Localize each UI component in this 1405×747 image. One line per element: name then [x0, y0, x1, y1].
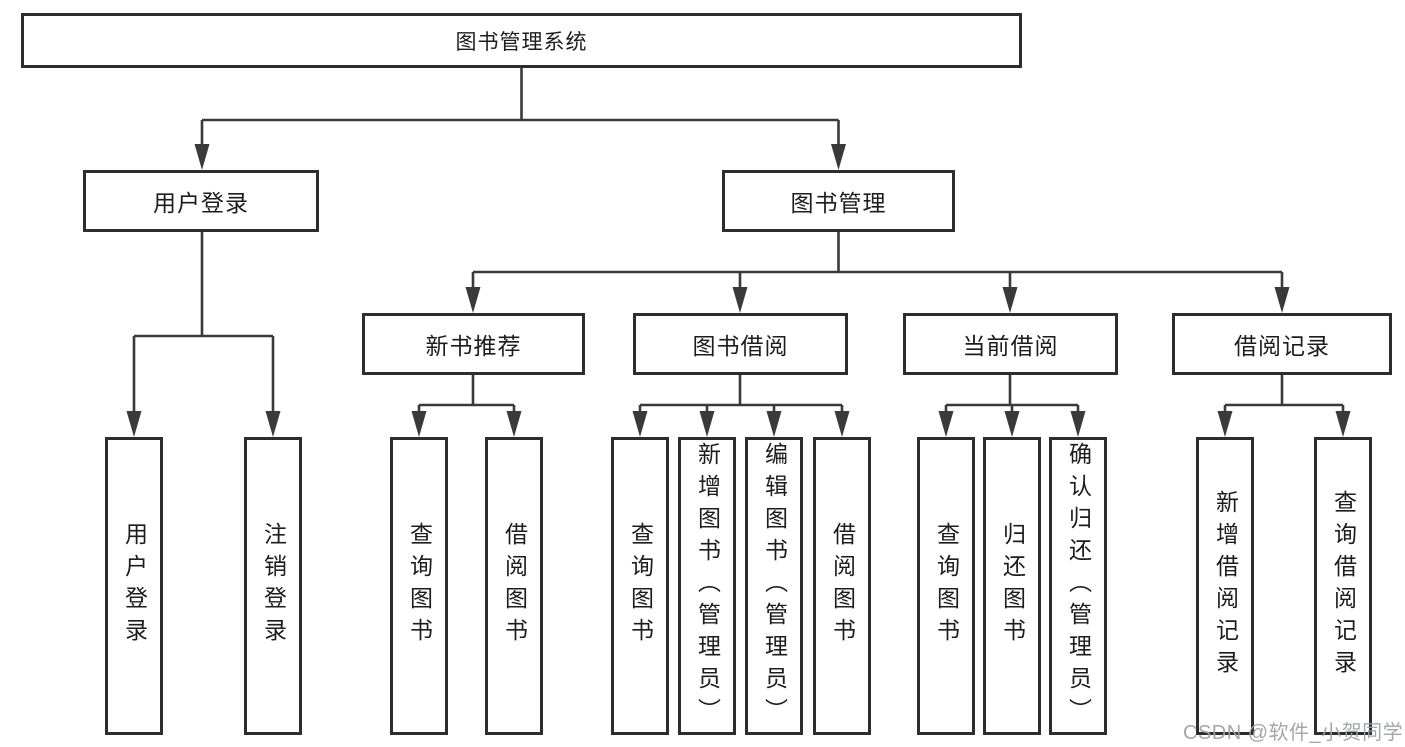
leaf-recommend-query-books-label: 查询图书	[406, 522, 433, 650]
node-root-system: 图书管理系统	[21, 13, 1022, 68]
leaf-add-books-admin-label: 新增图书（管理员）	[694, 442, 721, 730]
node-new-book-recommendation: 新书推荐	[362, 313, 585, 375]
connector-book-borrowing-to-leaves	[632, 375, 850, 437]
leaf-add-books-admin: 新增图书（管理员）	[678, 437, 736, 735]
node-current-borrowing-label: 当前借阅	[962, 333, 1059, 359]
node-book-borrowing: 图书借阅	[633, 313, 848, 375]
leaf-confirm-return-admin: 确认归还（管理员）	[1049, 437, 1107, 735]
node-user-login-label: 用户登录	[153, 190, 249, 216]
leaf-borrow-books: 借阅图书	[813, 437, 871, 735]
leaf-return-books: 归还图书	[983, 437, 1041, 735]
node-book-borrowing-label: 图书借阅	[692, 333, 789, 359]
connector-user-login-to-leaves	[126, 232, 281, 437]
connector-current-borrowing-to-leaves	[938, 375, 1086, 437]
leaf-recommend-borrow-books: 借阅图书	[485, 437, 543, 735]
leaf-user-login: 用户登录	[105, 437, 163, 735]
leaf-logout-label: 注销登录	[260, 522, 287, 650]
leaf-logout: 注销登录	[244, 437, 302, 735]
leaf-borrow-books-label: 借阅图书	[829, 522, 856, 650]
connector-new-book-recommendation-to-leaves	[411, 375, 522, 437]
leaf-recommend-borrow-books-label: 借阅图书	[501, 522, 528, 650]
node-borrowing-records: 借阅记录	[1172, 313, 1392, 375]
connector-book-management-to-level3	[465, 232, 1290, 313]
leaf-add-borrow-record-label: 新增借阅记录	[1212, 490, 1239, 682]
leaf-confirm-return-admin-label: 确认归还（管理员）	[1065, 442, 1092, 730]
node-user-login: 用户登录	[83, 170, 319, 232]
leaf-add-borrow-record: 新增借阅记录	[1196, 437, 1254, 735]
leaf-borrow-query-books: 查询图书	[611, 437, 669, 735]
node-root-label: 图书管理系统	[455, 30, 588, 54]
leaf-query-borrow-record: 查询借阅记录	[1314, 437, 1372, 735]
leaf-edit-books-admin: 编辑图书（管理员）	[745, 437, 803, 735]
node-current-borrowing: 当前借阅	[903, 313, 1118, 375]
node-book-management: 图书管理	[722, 170, 955, 232]
leaf-borrow-query-books-label: 查询图书	[627, 522, 654, 650]
leaf-return-books-label: 归还图书	[999, 522, 1026, 650]
node-book-management-label: 图书管理	[790, 190, 887, 216]
node-new-book-recommendation-label: 新书推荐	[425, 333, 522, 359]
leaf-recommend-query-books: 查询图书	[390, 437, 448, 735]
leaf-current-query-books-label: 查询图书	[933, 522, 960, 650]
leaf-user-login-label: 用户登录	[121, 522, 148, 650]
csdn-watermark: CSDN @软件_小贺同学	[1183, 722, 1404, 744]
leaf-edit-books-admin-label: 编辑图书（管理员）	[761, 442, 788, 730]
connector-root-to-level2	[194, 68, 846, 170]
connector-borrowing-records-to-leaves	[1217, 375, 1351, 437]
node-borrowing-records-label: 借阅记录	[1234, 333, 1330, 359]
leaf-current-query-books: 查询图书	[917, 437, 975, 735]
leaf-query-borrow-record-label: 查询借阅记录	[1330, 490, 1357, 682]
